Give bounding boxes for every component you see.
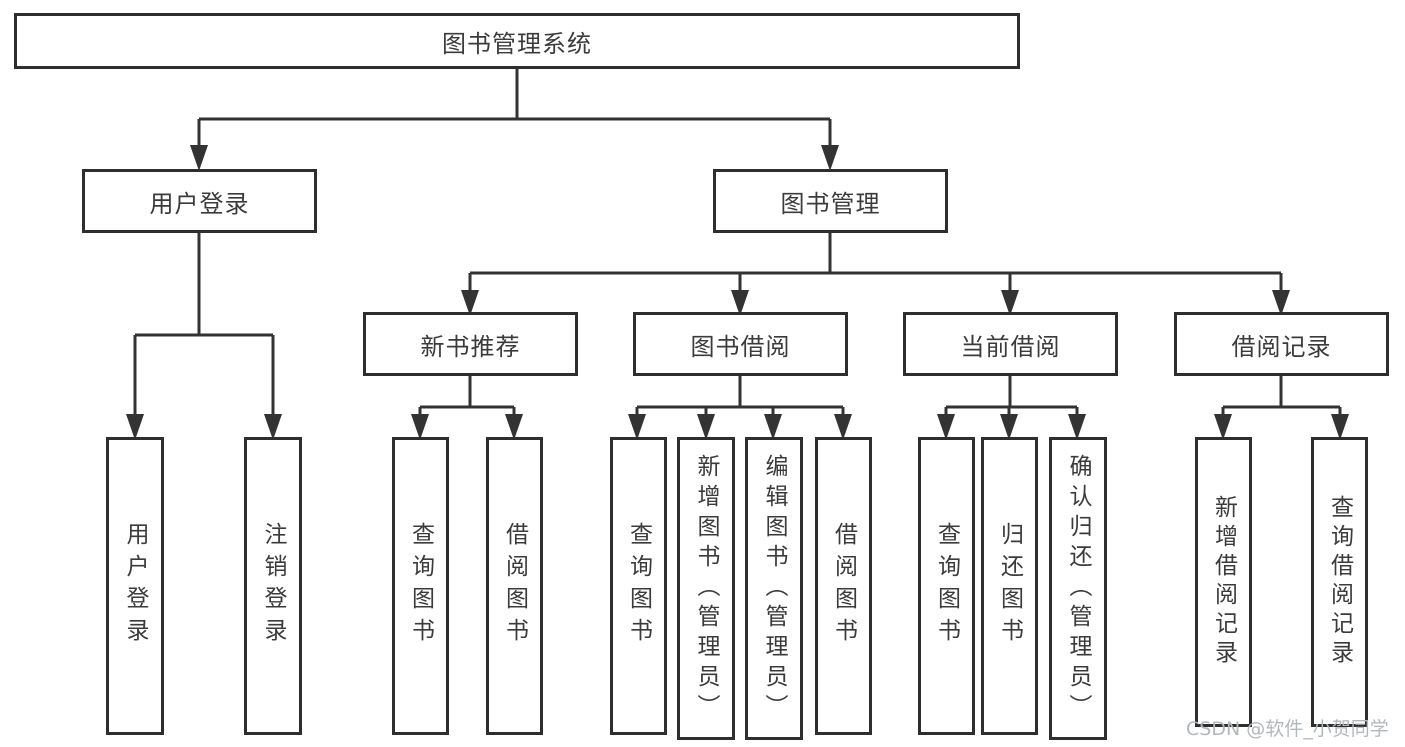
node-user-login-module: 用户登录 — [82, 169, 317, 233]
node-cb-return-book-label: 归还图书 — [996, 522, 1023, 650]
node-bb-edit-book-admin: 编辑图书（管理员） — [745, 437, 803, 740]
node-book-mgmt-module: 图书管理 — [713, 169, 948, 233]
node-current-borrow-label: 当前借阅 — [960, 332, 1061, 361]
node-cb-confirm-return-admin-label: 确认归还（管理员） — [1065, 453, 1091, 724]
connector-current-borrow-to-leaves — [937, 376, 1086, 440]
node-cb-return-book: 归还图书 — [981, 437, 1038, 735]
node-new-book-rec: 新书推荐 — [363, 312, 578, 376]
node-nbr-borrow-books: 借阅图书 — [486, 437, 543, 735]
connector-book-borrow-to-leaves — [628, 376, 852, 440]
node-bb-query-books: 查询图书 — [610, 437, 667, 735]
connector-user-login-to-leaves — [126, 233, 282, 440]
node-bb-query-books-label: 查询图书 — [625, 522, 652, 650]
node-bb-borrow-books-label: 借阅图书 — [830, 522, 857, 650]
node-root-system: 图书管理系统 — [14, 13, 1020, 69]
node-user-login-action: 用户登录 — [106, 437, 164, 735]
node-br-add-record-label: 新增借阅记录 — [1210, 495, 1237, 669]
node-user-login-module-label: 用户登录 — [149, 189, 250, 218]
connector-new-book-rec-to-leaves — [411, 376, 523, 440]
node-nbr-borrow-books-label: 借阅图书 — [501, 522, 528, 650]
node-cb-query-books-label: 查询图书 — [933, 522, 960, 650]
node-borrow-record-label: 借阅记录 — [1231, 332, 1332, 361]
node-bb-add-book-admin: 新增图书（管理员） — [677, 437, 735, 740]
node-logout-action: 注销登录 — [244, 437, 302, 735]
node-book-mgmt-module-label: 图书管理 — [780, 189, 881, 218]
connector-book-mgmt-to-level3 — [461, 233, 1290, 316]
connector-root-to-level2 — [190, 69, 839, 171]
node-br-query-record-label: 查询借阅记录 — [1326, 495, 1353, 669]
csdn-watermark: CSDN @软件_小贺同学 — [1186, 718, 1389, 740]
node-nbr-query-books: 查询图书 — [392, 437, 449, 735]
connector-borrow-record-to-leaves — [1214, 376, 1349, 440]
node-br-add-record: 新增借阅记录 — [1195, 437, 1252, 727]
node-book-borrow-label: 图书借阅 — [690, 332, 791, 361]
node-nbr-query-books-label: 查询图书 — [407, 522, 434, 650]
node-root-system-label: 图书管理系统 — [442, 29, 592, 58]
node-borrow-record: 借阅记录 — [1174, 312, 1389, 376]
node-cb-confirm-return-admin: 确认归还（管理员） — [1049, 437, 1107, 740]
node-logout-action-label: 注销登录 — [260, 522, 286, 650]
node-book-borrow: 图书借阅 — [633, 312, 848, 376]
node-bb-edit-book-admin-label: 编辑图书（管理员） — [761, 453, 787, 724]
node-bb-add-book-admin-label: 新增图书（管理员） — [693, 453, 719, 724]
node-bb-borrow-books: 借阅图书 — [815, 437, 872, 735]
node-cb-query-books: 查询图书 — [918, 437, 975, 735]
node-new-book-rec-label: 新书推荐 — [420, 332, 521, 361]
node-current-borrow: 当前借阅 — [903, 312, 1118, 376]
node-br-query-record: 查询借阅记录 — [1311, 437, 1368, 727]
node-user-login-action-label: 用户登录 — [122, 522, 148, 650]
